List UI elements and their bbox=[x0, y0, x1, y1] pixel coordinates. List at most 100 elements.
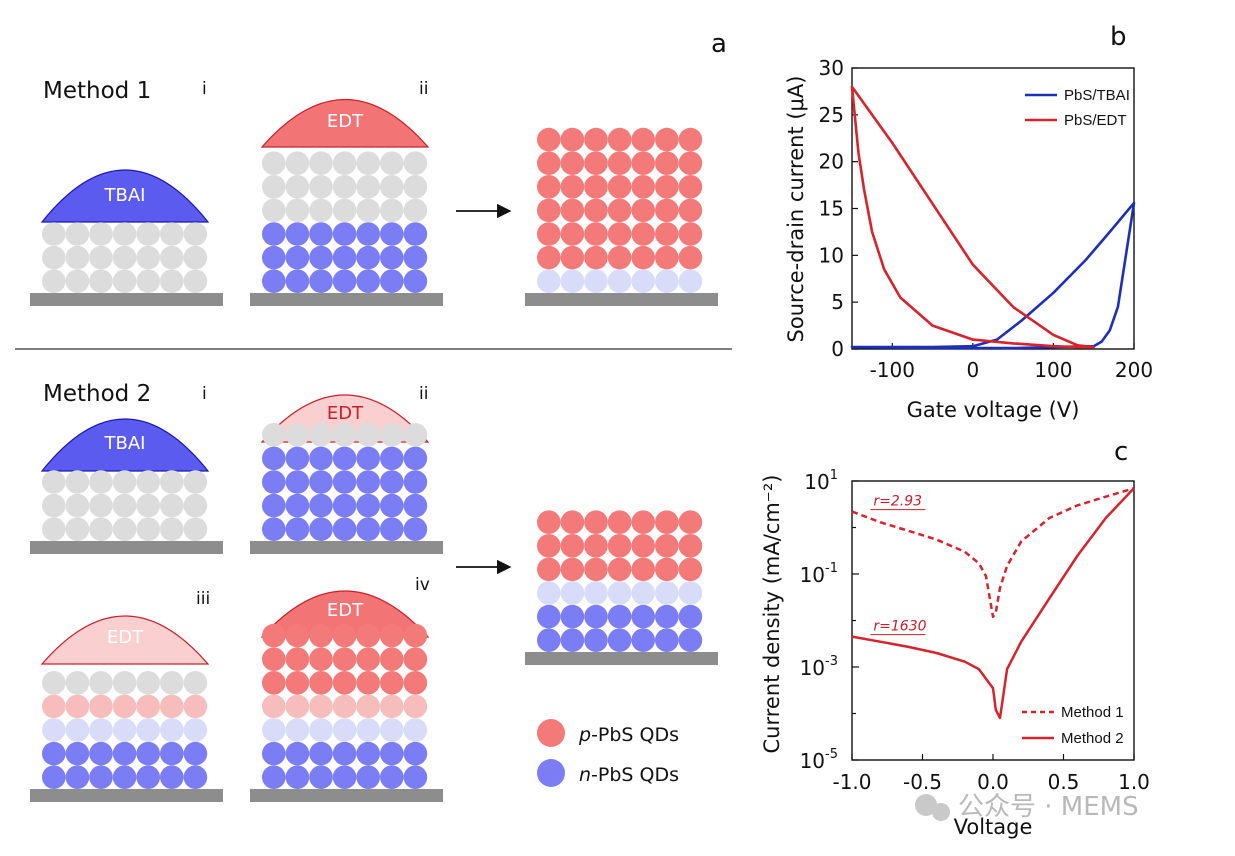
qd-dot bbox=[537, 269, 561, 294]
qd-dot bbox=[136, 741, 160, 766]
qd-dot bbox=[332, 269, 357, 294]
series-line-pbs-tbai bbox=[850, 201, 1136, 350]
qd-dot bbox=[285, 245, 310, 270]
qd-dot bbox=[136, 245, 160, 270]
qd-dot bbox=[380, 245, 404, 270]
qd-dot bbox=[309, 493, 333, 518]
method-1-title: Method 1 bbox=[43, 78, 151, 104]
stack-m2-result bbox=[525, 510, 718, 665]
qd-dot bbox=[309, 269, 333, 294]
qd-dot bbox=[560, 628, 585, 652]
qd-dot bbox=[678, 581, 703, 605]
qd-dot bbox=[584, 151, 608, 175]
qd-dot bbox=[380, 175, 404, 199]
qd-dot bbox=[65, 493, 90, 518]
qd-dot bbox=[356, 151, 381, 175]
qd-dot bbox=[380, 423, 404, 447]
qd-dot bbox=[678, 151, 703, 175]
qd-dot bbox=[655, 604, 679, 629]
qd-dot bbox=[285, 446, 310, 471]
qd-dot bbox=[160, 269, 184, 294]
qd-dot bbox=[89, 741, 113, 766]
stack-m1-result bbox=[525, 127, 718, 306]
qd-dot bbox=[262, 222, 286, 246]
qd-dot bbox=[560, 151, 585, 175]
qd-dot bbox=[607, 245, 632, 270]
qd-dot bbox=[584, 604, 608, 629]
qd-dot bbox=[356, 694, 381, 719]
qd-dot bbox=[356, 222, 381, 246]
qd-dot bbox=[403, 718, 428, 742]
qd-dot bbox=[285, 647, 310, 671]
qd-dot bbox=[42, 470, 66, 494]
qd-dot bbox=[356, 671, 381, 695]
qd-dot bbox=[356, 269, 381, 294]
qd-dot bbox=[332, 718, 357, 742]
chart-c-annotations: r=2.93r=1630 bbox=[870, 494, 927, 636]
qd-dot bbox=[160, 222, 184, 246]
watermark-text: 公众号 · MEMS bbox=[958, 792, 1139, 822]
qd-dot bbox=[183, 269, 208, 294]
qd-dot bbox=[403, 647, 428, 671]
qd-dot bbox=[537, 557, 561, 582]
qd-dot bbox=[262, 245, 286, 270]
y-tick-label: 101 bbox=[804, 468, 838, 494]
qd-dot bbox=[332, 151, 357, 175]
wechat-icon bbox=[915, 794, 937, 816]
qd-dot bbox=[160, 517, 184, 541]
qd-dot bbox=[607, 175, 632, 199]
qd-dot bbox=[65, 222, 90, 246]
qd-dot bbox=[356, 493, 381, 518]
qd-dot bbox=[631, 534, 655, 558]
qd-dot bbox=[560, 510, 585, 534]
qd-dot bbox=[584, 557, 608, 582]
stack-m2-iii bbox=[30, 671, 223, 802]
qd-dot bbox=[183, 671, 208, 695]
qd-dot bbox=[403, 623, 428, 648]
qd-dot bbox=[560, 245, 585, 270]
x-tick-label: 0.0 bbox=[977, 770, 1009, 794]
qd-dot bbox=[262, 175, 286, 199]
stack-m2-iv bbox=[250, 623, 443, 802]
qd-dot bbox=[112, 493, 137, 518]
qd-dot bbox=[631, 151, 655, 175]
qd-dot bbox=[537, 628, 561, 652]
qd-dot bbox=[655, 127, 679, 152]
qd-dot bbox=[65, 671, 90, 695]
qd-dot bbox=[678, 534, 703, 558]
qd-dot bbox=[65, 765, 90, 789]
qd-dot bbox=[655, 245, 679, 270]
qd-dot bbox=[655, 534, 679, 558]
qd-dot bbox=[136, 470, 160, 494]
qd-dot bbox=[607, 628, 632, 652]
qd-dot bbox=[136, 517, 160, 541]
qd-dot bbox=[112, 765, 137, 789]
qd-dot bbox=[112, 718, 137, 742]
qd-dot bbox=[285, 470, 310, 494]
qd-dot bbox=[380, 741, 404, 766]
qd-dot bbox=[403, 151, 428, 175]
qd-dot bbox=[678, 628, 703, 652]
qd-dot bbox=[403, 671, 428, 695]
qd-dot bbox=[380, 694, 404, 719]
qd-dot bbox=[332, 175, 357, 199]
qd-dot bbox=[285, 423, 310, 447]
qd-dot bbox=[655, 151, 679, 175]
y-tick-label: 15 bbox=[819, 197, 844, 221]
qd-dot bbox=[112, 470, 137, 494]
qd-dot bbox=[309, 446, 333, 471]
qd-dot bbox=[160, 718, 184, 742]
qd-dot bbox=[89, 222, 113, 246]
qd-dot bbox=[356, 718, 381, 742]
qd-dot bbox=[655, 510, 679, 534]
qd-dot bbox=[89, 517, 113, 541]
qd-dot bbox=[332, 245, 357, 270]
method-1-step-ii: ii bbox=[419, 79, 428, 99]
qd-dot bbox=[403, 423, 428, 447]
y-tick-label: 10-5 bbox=[800, 747, 838, 773]
edt-label-m1: EDT bbox=[327, 111, 364, 132]
qd-dot bbox=[584, 222, 608, 246]
qd-dot bbox=[380, 718, 404, 742]
qd-dot bbox=[678, 510, 703, 534]
